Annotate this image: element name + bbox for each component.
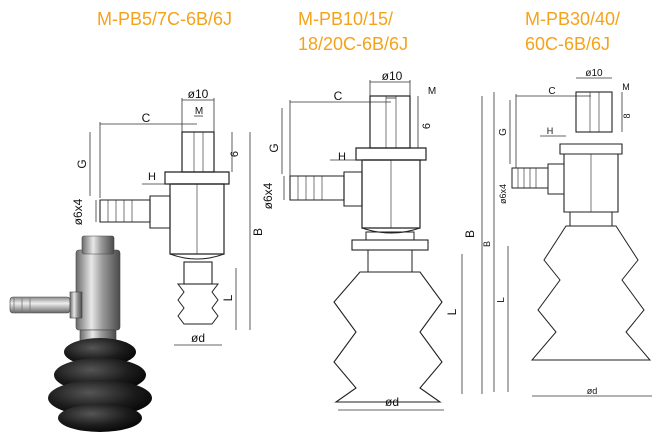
dim-left-m: M <box>195 106 203 117</box>
dim-left-h: H <box>148 171 156 183</box>
title-medium-model-line2: 18/20C-6B/6J <box>298 34 409 54</box>
title-medium-model-line1: M-PB10/15/ <box>298 9 394 29</box>
dim-right-d10: ø10 <box>585 68 603 79</box>
dim-middle-b: B <box>463 230 477 238</box>
dim-left-d10: ø10 <box>188 87 209 101</box>
dim-right-m: M <box>622 82 630 92</box>
drawing-medium-model <box>281 80 483 411</box>
dim-middle-six: 6 <box>421 123 433 129</box>
dim-left-b: B <box>251 228 265 236</box>
title-small-model: M-PB5/7C-6B/6J <box>97 9 233 29</box>
dim-left-d: ød <box>191 331 205 345</box>
drawing-small-model <box>89 98 251 346</box>
dim-middle-l: L <box>445 308 459 315</box>
dim-left-l: L <box>221 294 235 301</box>
dim-right-h: H <box>547 126 554 136</box>
dim-right-eight: 8 <box>622 113 632 118</box>
dim-middle-d6x4: ø6x4 <box>261 182 275 209</box>
dim-middle-m: M <box>428 86 436 97</box>
dim-middle-h: H <box>338 151 346 163</box>
dim-middle-c: C <box>334 89 343 103</box>
dim-right-c: C <box>548 86 555 97</box>
dim-left-g: G <box>75 159 89 168</box>
dim-middle-d: ød <box>385 395 399 409</box>
dim-middle-d10: ø10 <box>382 69 403 83</box>
product-photo <box>9 235 152 432</box>
title-large-model-line2: 60C-6B/6J <box>525 34 611 54</box>
title-large-model-line1: M-PB30/40/ <box>525 9 621 29</box>
dim-left-six: 6 <box>229 151 241 157</box>
dim-right-d: ød <box>587 386 598 396</box>
dim-right-g: G <box>498 128 509 136</box>
drawing-large-model <box>493 77 652 397</box>
dim-right-d6x4: ø6x4 <box>498 184 508 204</box>
dim-right-l: L <box>496 297 507 303</box>
dim-left-c: C <box>142 111 151 125</box>
dim-middle-g: G <box>267 143 281 152</box>
dim-right-b: B <box>482 241 492 247</box>
dim-left-d6x4: ø6x4 <box>71 198 85 225</box>
